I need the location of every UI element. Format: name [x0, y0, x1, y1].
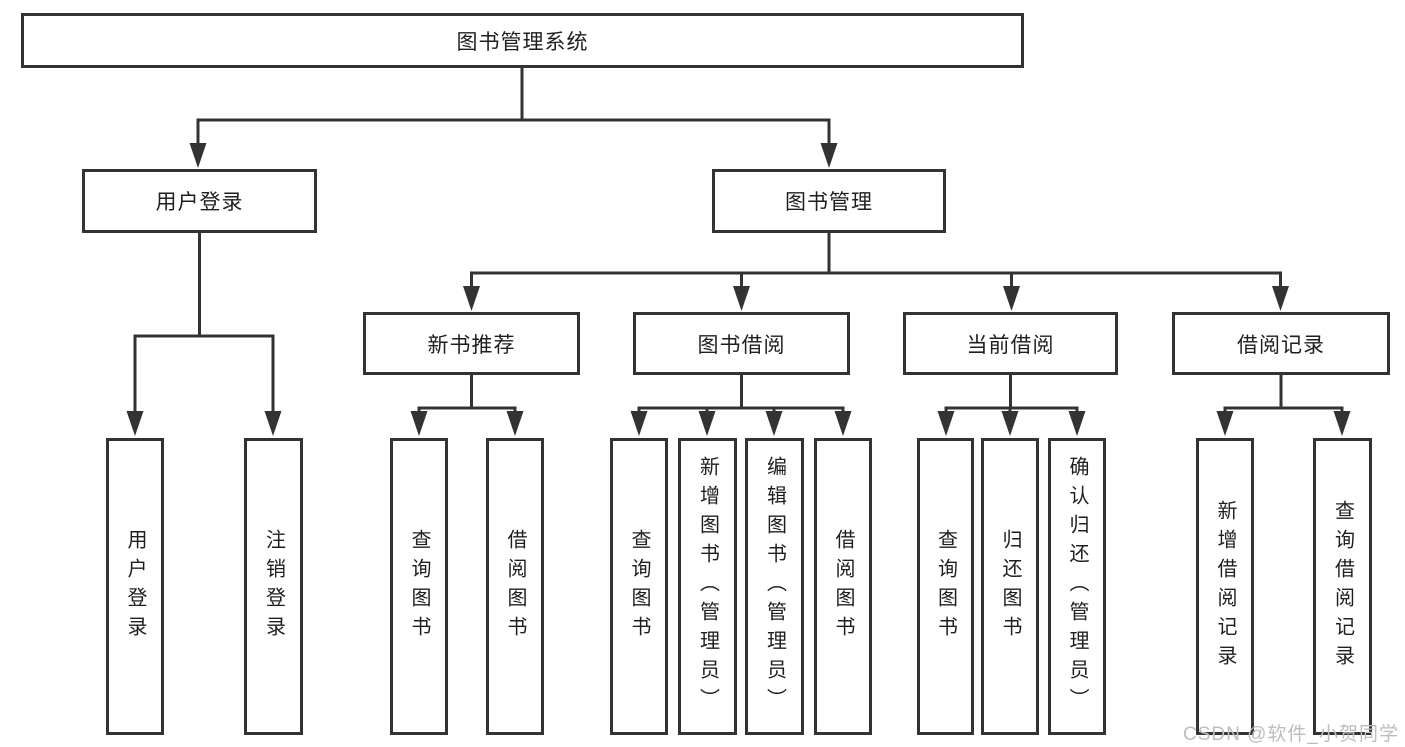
connector-newbook-to-leaves: [417, 375, 517, 414]
leaf-newbook-query-books: 查询图书: [390, 438, 448, 735]
leaf-borrow-edit-books-admin: 编辑图书（管理员）: [745, 438, 804, 735]
leaf-user-login: 用户登录: [106, 438, 164, 735]
node-label: 借阅图书: [504, 528, 526, 645]
leaf-newbook-borrow-books: 借阅图书: [486, 438, 544, 735]
leaf-borrow-query-books: 查询图书: [610, 438, 668, 735]
leaf-borrow-borrow-books: 借阅图书: [814, 438, 872, 735]
arrow-down-icon: [126, 411, 144, 436]
arrow-down-icon: [820, 143, 838, 168]
node-label: 用户登录: [155, 191, 244, 214]
node-label: 查询图书: [934, 528, 957, 645]
node-label: 新增借阅记录: [1214, 499, 1236, 674]
csdn-watermark: CSDN @软件_小贺同学: [1183, 724, 1399, 745]
node-label: 新书推荐: [427, 333, 516, 357]
node-label: 借阅图书: [832, 528, 854, 645]
arrow-down-icon: [1068, 411, 1086, 436]
node-label: 查询图书: [628, 528, 650, 645]
arrow-down-icon: [937, 411, 955, 436]
arrow-down-icon: [1001, 411, 1019, 436]
arrow-down-icon: [698, 411, 716, 436]
leaf-records-add-record: 新增借阅记录: [1196, 438, 1254, 735]
arrow-down-icon: [264, 411, 282, 436]
node-label: 图书管理系统: [456, 30, 589, 54]
arrow-down-icon: [463, 286, 480, 311]
arrow-down-icon: [1003, 286, 1020, 311]
node-label: 新增图书（管理员）: [696, 456, 719, 717]
leaf-current-query-books: 查询图书: [917, 438, 974, 735]
leaf-logout: 注销登录: [244, 438, 303, 735]
connector-currentborrow-to-leaves: [944, 375, 1079, 414]
node-label: 注销登录: [262, 528, 285, 645]
node-book-management: 图书管理: [712, 169, 946, 233]
connector-userlogin-to-leaves: [133, 233, 275, 414]
arrow-down-icon: [1216, 411, 1234, 436]
arrow-down-icon: [189, 143, 207, 168]
arrow-down-icon: [733, 286, 750, 311]
arrow-down-icon: [1272, 286, 1289, 311]
arrow-down-icon: [410, 411, 428, 436]
arrow-down-icon: [1333, 411, 1351, 436]
node-borrow-records: 借阅记录: [1172, 312, 1390, 375]
node-label: 查询图书: [408, 528, 430, 645]
leaf-current-return-books: 归还图书: [981, 438, 1039, 735]
arrow-down-icon: [765, 411, 783, 436]
arrow-down-icon: [834, 411, 852, 436]
connector-bookborrow-to-leaves: [637, 375, 845, 414]
node-label: 图书借阅: [697, 333, 786, 357]
node-label: 用户登录: [124, 528, 146, 645]
node-label: 归还图书: [999, 528, 1021, 645]
arrow-down-icon: [506, 411, 524, 436]
node-label: 当前借阅: [966, 333, 1055, 357]
node-label: 图书管理: [785, 191, 873, 214]
leaf-current-confirm-return-admin: 确认归还（管理员）: [1048, 438, 1106, 735]
leaf-records-query-record: 查询借阅记录: [1313, 438, 1372, 735]
arrow-down-icon: [630, 411, 648, 436]
leaf-borrow-add-books-admin: 新增图书（管理员）: [678, 438, 737, 735]
node-book-borrow: 图书借阅: [633, 312, 850, 375]
node-label: 借阅记录: [1237, 333, 1325, 357]
node-label: 查询借阅记录: [1331, 499, 1354, 674]
node-current-borrow: 当前借阅: [903, 312, 1118, 375]
node-label: 确认归还（管理员）: [1066, 456, 1088, 717]
node-user-login: 用户登录: [82, 169, 317, 233]
node-label: 编辑图书（管理员）: [763, 456, 786, 717]
node-new-book-recommend: 新书推荐: [363, 312, 580, 375]
connector-records-to-leaves: [1223, 375, 1344, 414]
connector-root-to-level2: [196, 68, 831, 148]
node-root-system: 图书管理系统: [21, 13, 1024, 68]
connector-management-to-level3: [470, 233, 1282, 289]
